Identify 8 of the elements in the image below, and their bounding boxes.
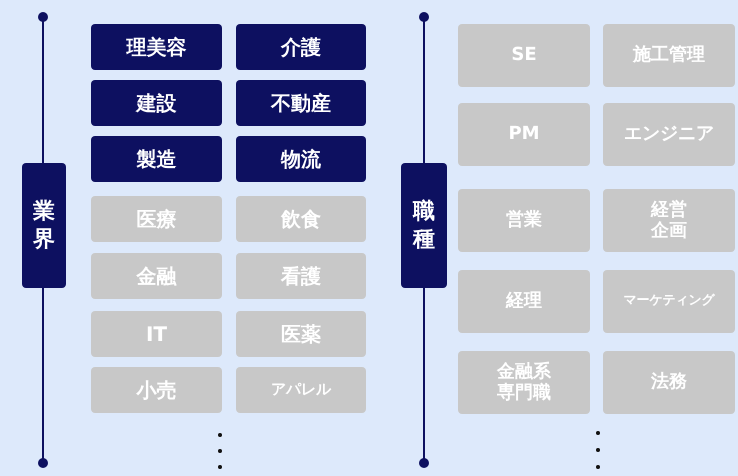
category-label: 業界: [22, 163, 66, 288]
industry-tag: 物流: [236, 136, 366, 182]
category-label: 職種: [401, 163, 447, 288]
industry-tag: 理美容: [91, 24, 222, 70]
industry-tag: 建設: [91, 80, 222, 126]
industry-tag: 製造: [91, 136, 222, 182]
industry-tag: 介護: [236, 24, 366, 70]
industry-tag: 不動産: [236, 80, 366, 126]
